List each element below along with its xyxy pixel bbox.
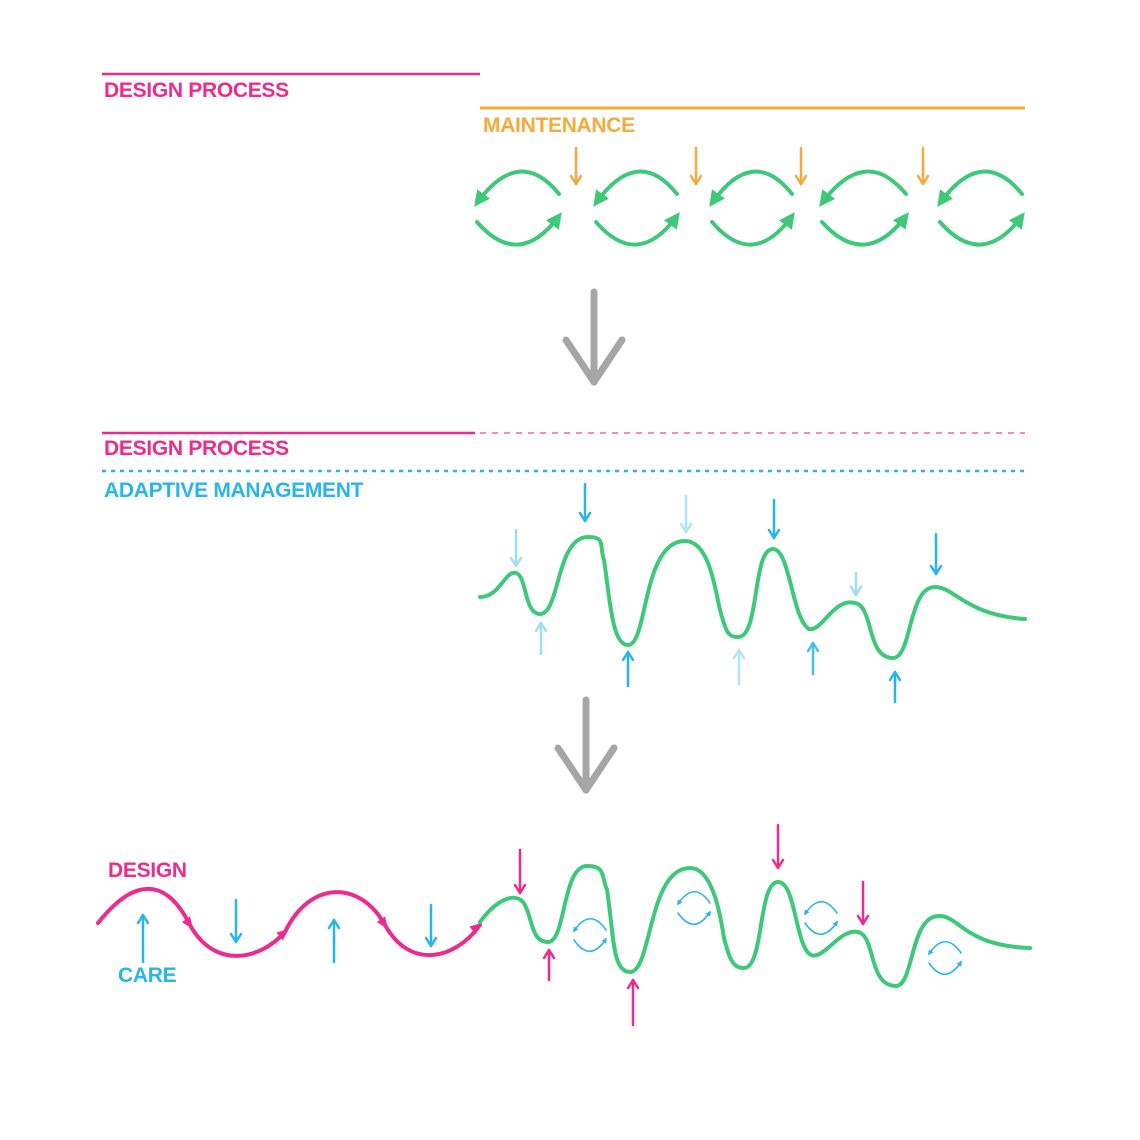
arrow-up-icon [136, 913, 150, 964]
cycle-icon [474, 169, 562, 247]
cycle-icon [593, 169, 680, 247]
arrowhead-icon [376, 916, 388, 930]
panel-adaptive-management [102, 431, 1027, 704]
arrow-down-icon [689, 146, 703, 186]
panel-maintenance [102, 72, 1025, 247]
arrowhead-icon [469, 922, 482, 935]
arrow-down-icon [856, 880, 870, 926]
design-process-label: DESIGN PROCESS [104, 79, 289, 102]
system-wave [478, 863, 1032, 989]
arrow-down-icon [767, 498, 781, 540]
cycle-icon [937, 169, 1025, 247]
design-wave [96, 886, 482, 958]
cycle-icon [677, 890, 711, 926]
maintenance-label: MAINTENANCE [483, 114, 635, 137]
arrow-up-icon [542, 948, 556, 982]
adaptive-wave [478, 534, 1027, 661]
arrow-down-icon [229, 898, 243, 944]
arrow-up-icon [534, 621, 548, 656]
cycle-icon [709, 169, 795, 247]
cycle-icon [819, 169, 909, 247]
care-cycles [573, 890, 962, 976]
design-process-label-2: DESIGN PROCESS [104, 437, 289, 460]
arrowhead-icon [276, 928, 289, 941]
cycle-icon [804, 900, 838, 936]
arrow-down-icon [509, 528, 523, 568]
adaptive-management-label: ADAPTIVE MANAGEMENT [104, 479, 364, 502]
design-label: DESIGN [108, 859, 187, 882]
arrow-up-icon [806, 641, 820, 676]
arrow-down-icon [771, 823, 785, 870]
cycle-icon [928, 940, 962, 976]
arrow-down-icon [424, 903, 438, 948]
arrow-down-icon [679, 494, 693, 534]
arrowhead-icon [181, 916, 193, 930]
design-arrows [513, 823, 870, 1027]
maintenance-cycles [474, 169, 1025, 247]
transition-arrow-icon [554, 696, 618, 794]
arrow-down-icon [929, 532, 943, 576]
arrow-down-icon [569, 146, 583, 186]
arrow-down-icon [849, 571, 863, 597]
care-label: CARE [118, 964, 177, 987]
adaptive-arrows [509, 482, 943, 704]
transition-arrow-icon [562, 288, 626, 386]
panel-design-care [96, 823, 1032, 1027]
arrow-down-icon [513, 848, 527, 895]
arrow-down-icon [578, 482, 592, 523]
arrow-up-icon [626, 978, 640, 1027]
maintenance-arrows [569, 146, 930, 186]
arrow-down-icon [794, 146, 808, 186]
care-arrows [136, 898, 438, 964]
design-wave-arrowheads [181, 916, 482, 941]
arrow-up-icon [621, 650, 635, 688]
arrow-up-icon [327, 918, 341, 964]
arrow-up-icon [888, 670, 902, 704]
arrow-down-icon [916, 146, 930, 186]
arrow-up-icon [732, 648, 746, 686]
cycle-icon [573, 917, 607, 953]
